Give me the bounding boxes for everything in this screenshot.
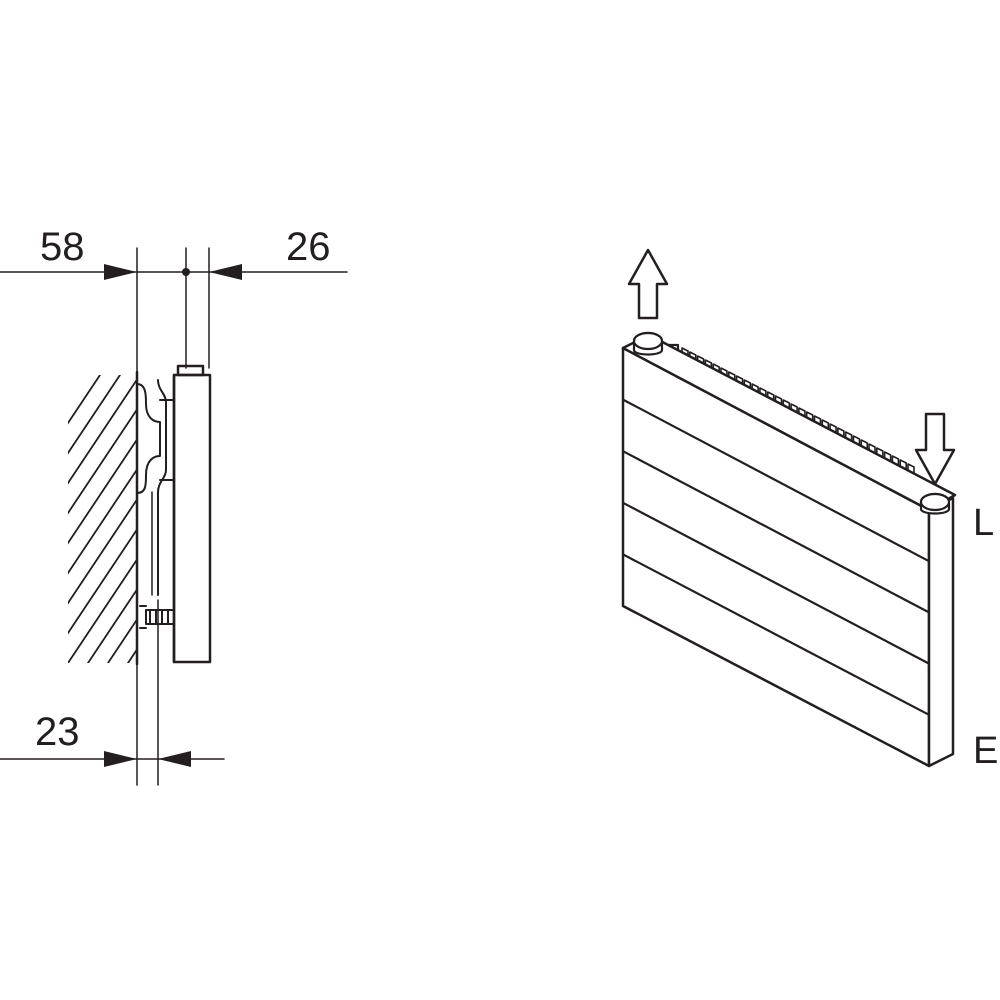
hatch-line <box>68 557 137 663</box>
hatch-line <box>68 527 137 635</box>
hatch-line <box>86 587 137 663</box>
hatch-line <box>68 437 137 545</box>
bottom-dimension: 23 <box>0 710 225 767</box>
panel-grooves <box>621 398 931 716</box>
radiator-body-side <box>172 373 212 664</box>
hatch-line <box>140 375 340 675</box>
hatch-line <box>68 407 137 515</box>
panel-groove <box>621 398 931 563</box>
hatch-line <box>200 375 400 675</box>
radiator-side-profile <box>136 364 212 664</box>
connection-label-l: L <box>973 502 994 544</box>
flow-out-arrow-up-icon <box>627 248 669 320</box>
hatch-line <box>126 647 137 663</box>
hatch-line <box>160 375 360 675</box>
top-connections <box>632 331 951 515</box>
hatch-line <box>68 377 137 485</box>
panel-groove <box>621 501 931 665</box>
hatch-line <box>68 375 121 455</box>
connection-cap <box>176 364 205 377</box>
top-dimension: 58 26 <box>0 225 348 280</box>
arrow-left-26 <box>209 264 242 280</box>
arrow-right-58 <box>104 264 137 280</box>
wall-bracket <box>136 383 161 494</box>
radiator-side-face <box>621 333 957 768</box>
hatch-line <box>68 497 137 605</box>
center-dot <box>182 268 190 276</box>
dim-58-label: 58 <box>40 225 85 269</box>
wall-hatching <box>68 375 400 675</box>
panel-groove <box>621 553 931 716</box>
arrow-left-23 <box>158 751 191 767</box>
dim-26-label: 26 <box>286 225 331 269</box>
connection-label-e: E <box>973 730 998 772</box>
dim-23-label: 23 <box>35 710 80 754</box>
side-view: 58 26 23 <box>0 225 400 786</box>
hatch-line <box>106 617 137 663</box>
bottom-fixing-screw <box>139 605 175 629</box>
isometric-view: L E <box>621 248 998 772</box>
arrow-right-23 <box>104 751 137 767</box>
panel-groove <box>621 450 931 614</box>
hatch-line <box>68 467 137 575</box>
hatch-line <box>68 375 101 425</box>
flow-in-arrow-down-icon <box>914 412 956 486</box>
